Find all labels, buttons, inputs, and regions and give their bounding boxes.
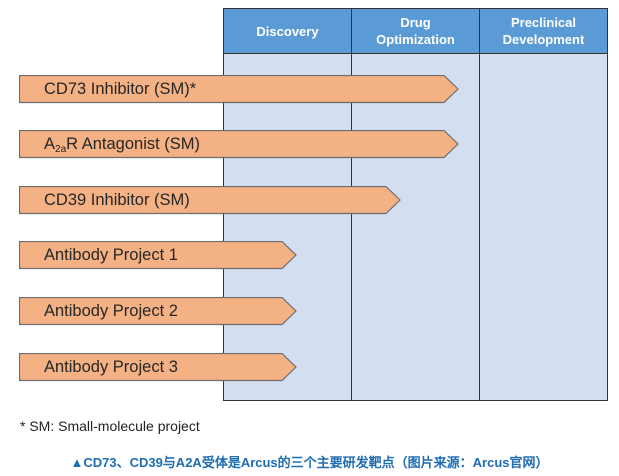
- stage-header: Drug Optimization: [352, 9, 479, 54]
- arrow-shape: [19, 241, 297, 270]
- footnote: * SM: Small-molecule project: [20, 418, 200, 434]
- program-label: A2aR Antagonist (SM): [44, 130, 200, 158]
- stage-column-preclinical: Preclinical Development: [480, 9, 607, 400]
- program-label: CD73 Inhibitor (SM)*: [44, 80, 197, 98]
- label-subscript: 2a: [55, 144, 67, 155]
- program-label: CD39 Inhibitor (SM): [44, 191, 190, 209]
- stage-column-drug-optimization: Drug Optimization: [352, 9, 480, 400]
- stage-header: Discovery: [224, 9, 351, 54]
- stage-header: Preclinical Development: [480, 9, 607, 54]
- figure-caption: ▲CD73、CD39与A2A受体是Arcus的三个主要研发靶点（图片来源：Arc…: [70, 455, 549, 470]
- arrow-shape: [19, 353, 297, 382]
- program-label: Antibody Project 3: [44, 358, 178, 376]
- label-part: R Antagonist (SM): [66, 135, 201, 153]
- arrow-shape: [19, 130, 459, 159]
- program-label: Antibody Project 1: [44, 246, 178, 264]
- label-part: A: [44, 135, 56, 153]
- arrow-shape: [19, 75, 459, 104]
- arrow-shape: [19, 186, 401, 215]
- pipeline-table: Discovery Drug Optimization Preclinical …: [223, 8, 608, 401]
- program-label: Antibody Project 2: [44, 302, 178, 320]
- arrow-shape: [19, 297, 297, 326]
